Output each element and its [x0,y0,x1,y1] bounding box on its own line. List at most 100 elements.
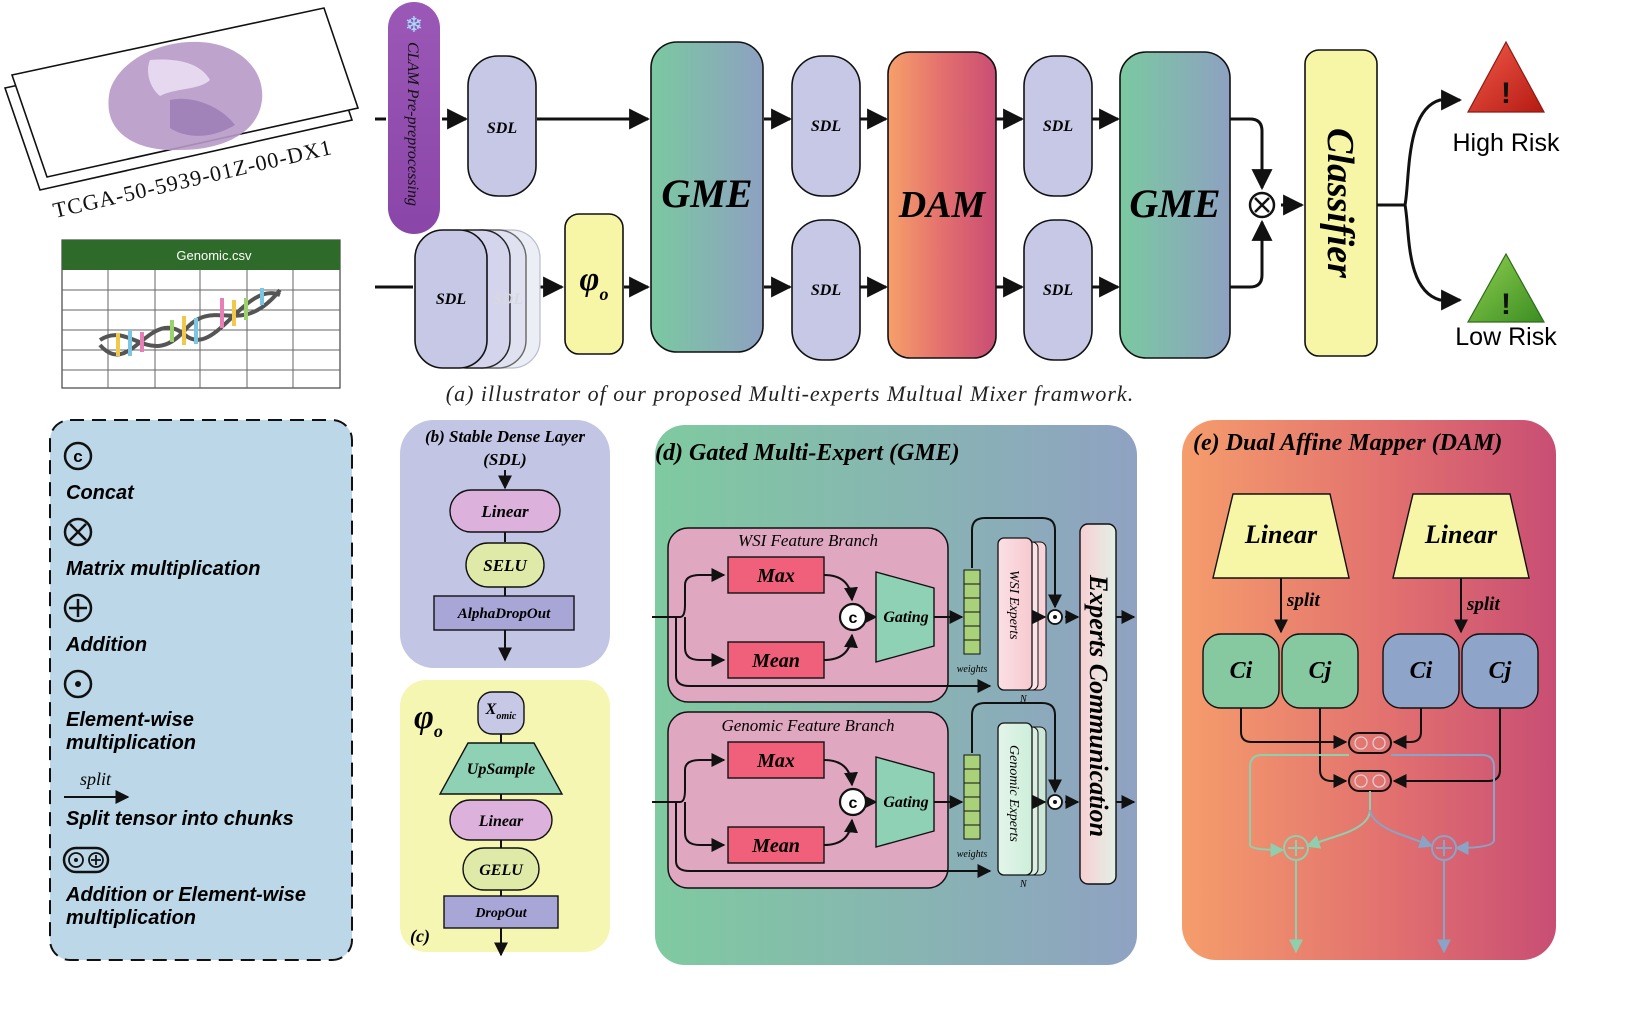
sdl-dropout-box [433,595,575,631]
genomic-experts-stack [997,722,1047,876]
gme-label-2: GME [1129,181,1220,226]
sdl-block-wsi-1 [467,55,537,197]
legend-split-arrow-label: split [80,769,112,789]
sdl-panel-title-1: (b) Stable Dense Layer [425,427,585,446]
low-risk-label: Low Risk [1455,323,1557,351]
gme-block-2 [1119,51,1231,359]
dam-linear-right-label: Linear [1424,520,1498,549]
concat-icon: c [63,441,93,471]
high-risk-label: High Risk [1453,129,1560,157]
phi-o-block [564,213,624,355]
phi-panel-label: (c) [410,926,430,947]
sdl-label-wsi-3: SDL [1043,118,1073,135]
wsi-slide-illustration [3,7,360,191]
dam-block [887,51,997,359]
legend-matmul: Matrix multiplication [66,558,260,580]
sdl-linear-label: Linear [480,502,529,521]
legend-panel [49,419,353,961]
dam-cj-left-label: Cj [1309,658,1332,684]
wsi-experts-stack [997,537,1047,691]
legend-split: Split tensor into chunks [66,808,294,830]
sdl-block-genomic-3 [1023,219,1093,361]
genomic-mean-box [727,826,825,864]
svg-text:c: c [849,795,858,812]
sdl-block-wsi-2 [791,55,861,197]
clam-label: CLAM Pre-preprocessing [404,42,421,206]
phi-panel-symbol: φo [414,699,443,741]
wsi-weights-vector [963,569,981,655]
svg-text:!: ! [1501,77,1511,110]
sdl-label-genomic-2: SDL [811,282,841,299]
dam-label: DAM [898,184,987,226]
phi-o-label: φo [580,261,609,304]
clam-preprocessing-block [388,2,440,234]
matrix-multiplication-icon [1248,191,1276,219]
phi-upsample-label: UpSample [467,761,535,778]
dam-ci-right-label: Ci [1410,658,1433,684]
dam-add-right-icon [1431,835,1457,861]
wsi-concat-icon: c [838,602,868,632]
phi-linear-label: Linear [478,813,524,830]
dam-ci-left-label: Ci [1230,658,1253,684]
dam-linear-right [1392,493,1530,579]
dam-split-right: split [1466,594,1500,615]
sdl-label-genomic-1: SDL [436,291,466,308]
genomic-gating-box [875,756,935,848]
svg-text:c: c [73,447,82,466]
snowflake-icon: ❄ [405,12,423,37]
genomic-weights-label: weights [957,849,988,860]
dam-cj-right-label: Cj [1489,658,1512,684]
wsi-max-box [727,556,825,594]
elementwise-icon [63,669,93,699]
phi-input-label: Xomic [485,701,517,722]
wsi-gating-box [875,571,935,663]
classifier-label: Classifier [1319,128,1361,279]
dam-panel-title: (e) Dual Affine Mapper (DAM) [1193,430,1502,456]
sdl-label-genomic-3: SDL [1043,282,1073,299]
svg-text:!: ! [1501,288,1511,321]
genomic-elementwise-icon [1047,794,1063,810]
wsi-weights-label: weights [957,664,988,675]
genomic-weights-vector [963,754,981,840]
wsi-experts-label: WSI Experts [1006,570,1021,640]
sdl-block-genomic-1 [414,229,488,369]
wsi-max-label: Max [756,565,795,587]
figure-caption: (a) illustrator of our proposed Multi-ex… [446,381,1134,406]
svg-text:c: c [849,610,858,627]
add-or-mul-icon [62,846,110,874]
high-risk-warning-icon: ! [1466,40,1546,113]
classifier-block [1304,49,1378,357]
dam-linear-left [1212,493,1350,579]
dam-linear-left-label: Linear [1244,520,1318,549]
genomic-experts-n: N [1019,879,1028,890]
phi-gelu-label: GELU [479,862,524,879]
sdl-label-wsi-2: SDL [811,118,841,135]
experts-communication-box [1079,523,1117,885]
matmul-legend-icon [63,517,93,547]
legend-elementwise-1: Element-wise [66,709,194,731]
sdl-dropout-label: AlphaDropOut [457,606,551,622]
phi-dropout-box [443,895,559,929]
genomic-csv-title: Genomic.csv [176,248,252,263]
wsi-mean-box [727,641,825,679]
dam-split-left: split [1286,590,1320,611]
wsi-mean-label: Mean [751,650,800,672]
phi-upsample-box [438,742,564,795]
addition-icon [63,593,93,623]
genomic-max-box [727,741,825,779]
genomic-concat-icon: c [838,787,868,817]
dam-add-left-icon [1283,835,1309,861]
wsi-experts-n: N [1019,694,1028,705]
wsi-branch-title: WSI Feature Branch [738,531,878,550]
genomic-mean-label: Mean [751,835,800,857]
sdl-panel-title-2: (SDL) [483,450,526,469]
dam-addmul-top-icon [1348,732,1392,754]
genomic-max-label: Max [756,750,795,772]
gme-block-1 [650,41,764,353]
sdl-block-genomic-2 [791,219,861,361]
wsi-gating-label: Gating [883,609,928,626]
legend-elementwise-2: multiplication [66,732,196,754]
genomic-gating-label: Gating [883,794,928,811]
gme-label-1: GME [661,171,752,216]
